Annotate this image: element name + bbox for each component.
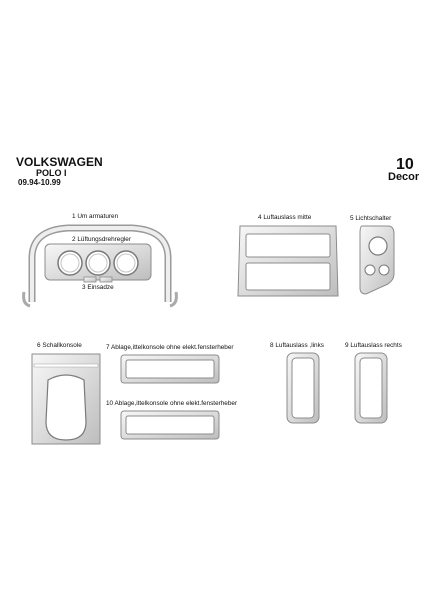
model-name: POLO I <box>36 168 67 178</box>
part-label-4: 4 Luftauslass mitte <box>258 214 312 221</box>
part-label-2: 2 Lüftungsdrehregler <box>72 236 131 243</box>
set-number: 10 <box>396 156 414 173</box>
part-9-right-air-outlet <box>354 352 388 424</box>
model-years: 09.94-10.99 <box>18 178 61 187</box>
part-label-8: 8 Luftauslass ,links <box>270 342 324 349</box>
part-label-3: 3 Einsadze <box>82 284 114 291</box>
part-8-left-air-outlet <box>286 352 320 424</box>
part-3-insert <box>83 276 113 283</box>
part-7-storage-frame <box>120 354 220 384</box>
part-2-vent-control-panel <box>44 243 152 281</box>
set-type: Decor <box>388 171 420 183</box>
part-1-instrument-surround <box>22 224 178 308</box>
part-5-light-switch-panel <box>359 225 395 295</box>
brand-title: VOLKSWAGEN <box>16 155 103 169</box>
part-label-9: 9 Luftauslass rechts <box>345 342 402 349</box>
part-label-6: 6 Schallkonsole <box>37 342 82 349</box>
part-label-1: 1 Um armaturen <box>72 213 119 220</box>
part-label-7: 7 Ablage,ittelkonsole ohne elekt.fenster… <box>106 344 234 351</box>
part-4-center-air-outlet <box>237 225 339 297</box>
part-label-5: 5 Lichtschalter <box>350 215 392 222</box>
part-10-storage-frame <box>120 410 220 440</box>
part-label-10: 10 Ablage,ittelkonsole ohne elekt.fenste… <box>106 400 238 407</box>
part-6-shift-console <box>31 353 101 445</box>
